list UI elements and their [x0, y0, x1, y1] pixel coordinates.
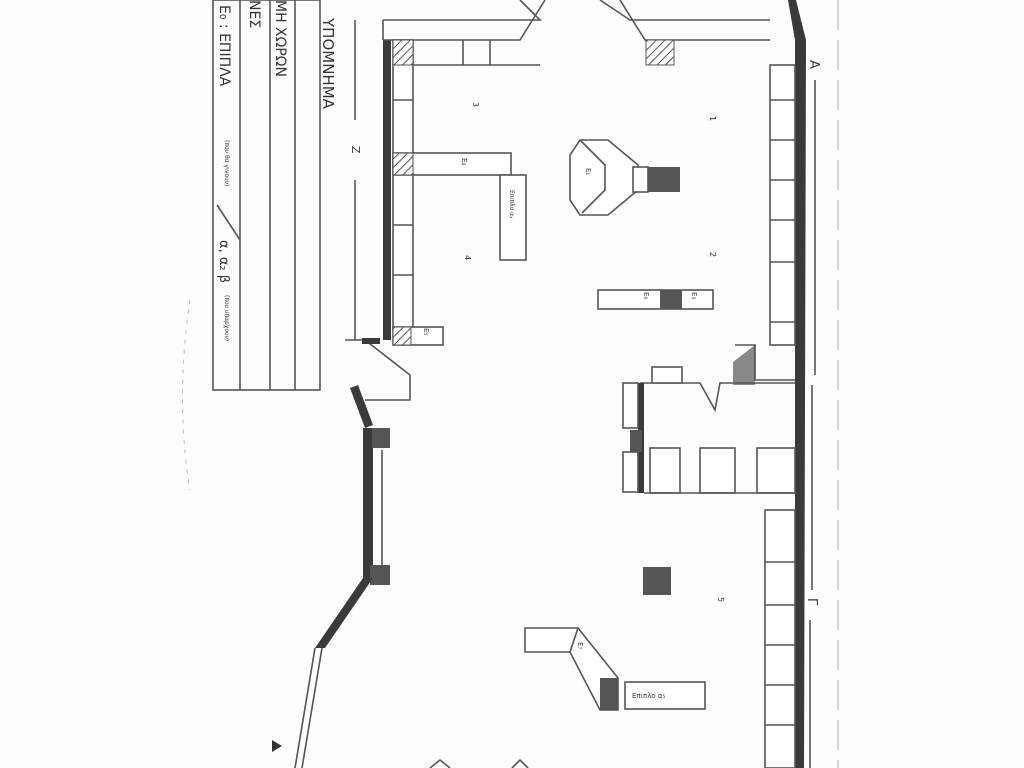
furniture-a5 [624, 681, 706, 710]
legend-line: Ε₀ : ΕΠΙΠΛΑ [216, 5, 232, 87]
furniture-label: Ε₃ [690, 292, 698, 299]
furniture-label: Ε₁ [584, 168, 592, 175]
shelving-east-lower [764, 509, 796, 768]
legend-line: ΜΗ ΧΩΡΩΝ [272, 0, 288, 77]
column [643, 567, 671, 595]
wall-label: Γ [804, 598, 819, 606]
legend: ΥΠΟΜΝΗΜΑ ΜΗ ΧΩΡΩΝ ΝΕΣ Ε₀ : ΕΠΙΠΛΑ (που θ… [212, 0, 337, 391]
furniture-label: Ε₆ [642, 292, 650, 299]
legend-line: α, α₂ β [216, 240, 231, 283]
furniture-e6 [597, 289, 714, 310]
fixture-dark [648, 167, 680, 192]
room-number: 3 [471, 102, 480, 107]
wall-outline [383, 0, 542, 21]
room-number: 1 [708, 116, 717, 121]
furniture-label: Επιπλο α₅ [632, 692, 665, 700]
legend-note: (που υπαρχουν) [223, 295, 230, 341]
wall-outline [599, 0, 770, 21]
wall-label: Α [806, 60, 821, 69]
wall-west [383, 40, 391, 340]
legend-title: ΥΠΟΜΝΗΜΑ [319, 17, 337, 110]
furniture-label: Ε₇ [576, 642, 584, 649]
column-hatched [645, 39, 675, 66]
wall-east [788, 0, 806, 768]
legend-note: (που θα γινουν) [223, 140, 230, 186]
wall-outline [619, 0, 770, 41]
furniture-label: Ε₅ [422, 328, 430, 335]
legend-line: ΝΕΣ [246, 0, 262, 28]
legend-slash [216, 204, 241, 241]
room-number: 5 [716, 597, 725, 602]
wall-outline [383, 0, 546, 41]
furniture-e1 [569, 139, 639, 216]
furniture-a4 [499, 174, 527, 261]
orientation-label: Ζ [349, 146, 362, 154]
entrance-arrow-icon [272, 740, 282, 752]
furniture-label: Ε₄ [460, 158, 468, 165]
legend-frame [212, 0, 321, 391]
shelving-west [392, 39, 414, 331]
wall-west-lower [363, 428, 373, 578]
furniture-label: Επιπλο α₄ [508, 190, 515, 219]
column-hatched [392, 39, 414, 66]
shelving-east [769, 64, 796, 346]
room-number: 2 [708, 252, 717, 257]
room-number: 4 [463, 255, 472, 260]
